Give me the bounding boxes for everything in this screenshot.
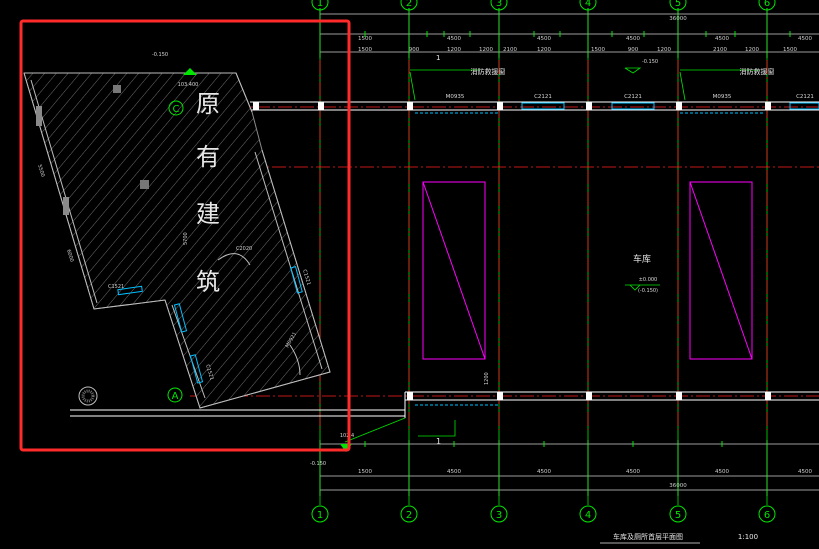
svg-text:6: 6	[764, 510, 770, 521]
sub-dim-11: 1200	[745, 47, 759, 53]
sub-dim-1: 1500	[358, 47, 372, 53]
fire-rescue-window-1: 消防救援窗	[471, 67, 506, 76]
svg-text:1: 1	[317, 510, 323, 521]
axis-centerlines	[190, 60, 819, 430]
bay-dim-top-6: 4500	[798, 36, 812, 42]
existing-char-2: 有	[196, 143, 220, 171]
svg-text:4: 4	[585, 0, 591, 9]
row-axis-a: A	[167, 387, 183, 403]
existing-dim-2: 6000	[65, 249, 74, 263]
bay-dim-bot-1: 1500	[358, 469, 372, 475]
row-axis-c: C	[168, 100, 184, 116]
existing-building-label: 原 有 建 筑	[196, 90, 220, 296]
svg-text:6: 6	[764, 0, 770, 9]
existing-char-3: 建	[196, 200, 220, 228]
sub-dim-9: 1200	[657, 47, 671, 53]
svg-text:C: C	[173, 104, 180, 115]
bay-dim-bot-6: 4500	[798, 469, 812, 475]
svg-text:3: 3	[496, 510, 502, 521]
bottom-level-b: -0.150	[310, 461, 326, 467]
parking-bay-left	[422, 181, 486, 360]
column-axis-labels-bottom: 1 2 3 4 5 6	[317, 510, 770, 521]
section-mark-top: 1	[436, 54, 440, 62]
bay-dim-top-2: 4500	[447, 36, 461, 42]
existing-dim-1: 5500	[36, 164, 45, 178]
leader-lines	[344, 67, 760, 443]
room-level-marker	[625, 284, 660, 291]
bay-dim-bot-5: 4500	[715, 469, 729, 475]
window-label-4: M0935	[713, 94, 732, 100]
sub-dim-8: 900	[628, 47, 639, 53]
existing-win-3: C2020	[236, 246, 252, 252]
dimension-ticks	[319, 8, 768, 496]
bay-dim-top-4: 4500	[626, 36, 640, 42]
sill-labels: 消防救援窗 消防救援窗	[471, 67, 775, 76]
top-level-mid: -0.150	[642, 59, 658, 65]
column-axis-bubbles-top	[311, 0, 776, 11]
window-label-2: C2121	[534, 94, 552, 100]
section-mark-bottom: 1	[436, 437, 441, 446]
svg-text:5: 5	[675, 510, 681, 521]
window-label-5: C2121	[796, 94, 814, 100]
sub-dim-12: 1500	[783, 47, 797, 53]
bay-dim-top-3: 4500	[537, 36, 551, 42]
bottom-level-a: 102.4	[340, 433, 354, 439]
selection-highlight-box[interactable]	[19, 19, 351, 452]
existing-win-1: C1521	[108, 284, 124, 290]
sub-dim-6: 1200	[537, 47, 551, 53]
room-label-garage: 车库	[633, 253, 651, 265]
drawing-title: 车库及厕所首层平面图	[613, 532, 683, 541]
existing-building-hatch	[23, 72, 331, 409]
room-level-sub: (-0.150)	[638, 288, 658, 294]
svg-text:3: 3	[496, 0, 502, 9]
existing-win-2: C1521	[301, 269, 311, 286]
existing-dim-3: 5700	[183, 232, 189, 245]
column-axis-bubbles-bottom	[311, 505, 776, 523]
top-left-level: -0.150	[152, 52, 168, 58]
svg-text:1: 1	[317, 0, 323, 9]
existing-char-4: 筑	[196, 268, 220, 296]
svg-text:4: 4	[585, 510, 591, 521]
sub-dim-10: 2100	[713, 47, 727, 53]
svg-text:5: 5	[675, 0, 681, 9]
dimension-lines	[320, 13, 819, 491]
window-labels: M0935 C2121 C2121 M0935 C2121	[446, 94, 814, 100]
parking-bay-right	[689, 181, 753, 360]
svg-text:A: A	[172, 391, 179, 402]
drawing-title-block: 车库及厕所首层平面图 1:100	[600, 532, 758, 544]
bay-dim-bot-3: 4500	[537, 469, 551, 475]
windows	[415, 102, 819, 406]
room-level-main: ±0.000	[639, 277, 658, 283]
bay-dim-top-5: 4500	[715, 36, 729, 42]
north-arrow-icon	[78, 386, 98, 406]
sub-dim-4: 1200	[479, 47, 493, 53]
window-label-3: C2121	[624, 94, 642, 100]
small-dim-1200: 1200	[484, 372, 490, 385]
column-axis-labels-top: 1 2 3 4 5 6	[317, 0, 770, 9]
existing-windows	[117, 266, 303, 384]
sub-dim-5: 2100	[503, 47, 517, 53]
existing-building-blocks	[36, 85, 149, 215]
top-left-level-2: 103.400	[178, 82, 199, 88]
svg-text:2: 2	[406, 510, 412, 521]
sub-dim-2: 900	[409, 47, 420, 53]
top-wall-columns	[253, 102, 771, 400]
fire-rescue-window-2: 消防救援窗	[740, 67, 775, 76]
bay-dim-bot-4: 4500	[626, 469, 640, 475]
existing-char-1: 原	[196, 90, 220, 118]
window-label-1: M0935	[446, 94, 465, 100]
bay-dim-bot-2: 4500	[447, 469, 461, 475]
existing-win-5: C1521	[204, 364, 214, 381]
small-dimension-ticks	[364, 31, 791, 447]
sub-dim-3: 1200	[447, 47, 461, 53]
vertical-grid-lines	[211, 8, 768, 505]
drawing-scale: 1:100	[738, 533, 758, 541]
dimension-text: 36000 36000 1500 4500 4500 4500 4500 450…	[358, 16, 812, 489]
svg-text:2: 2	[406, 0, 412, 9]
level-labels: -0.150 -0.150 103.400 102.4 -0.150 ±0.00…	[152, 52, 658, 467]
bay-dim-top-1: 1500	[358, 36, 372, 42]
sub-dim-7: 1500	[591, 47, 605, 53]
